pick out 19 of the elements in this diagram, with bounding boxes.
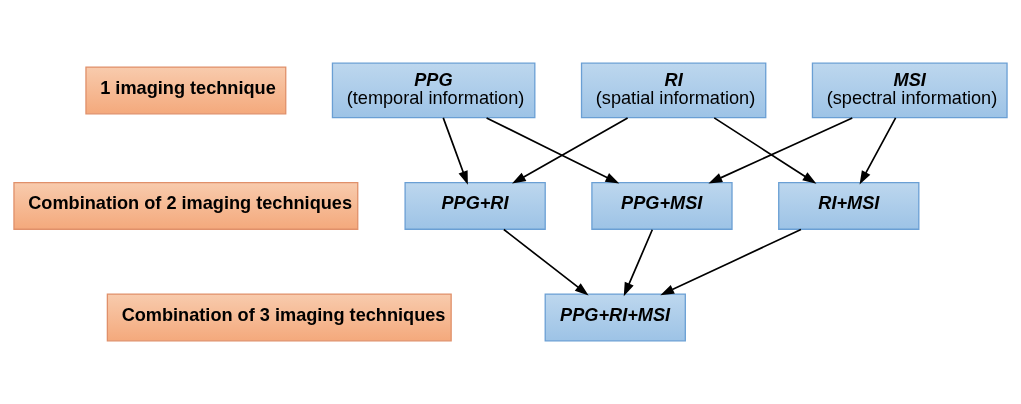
arrow xyxy=(708,117,854,184)
arrow xyxy=(503,228,589,296)
node-box: PPG (temporal information) xyxy=(331,62,536,119)
arrow xyxy=(623,228,654,297)
arrow xyxy=(713,117,817,184)
node-box: MSI (spectral information) xyxy=(811,62,1008,119)
node-box: PPG+MSI xyxy=(591,181,733,230)
arrow xyxy=(660,228,802,296)
node-box: RI (spatial information) xyxy=(580,62,767,119)
arrow xyxy=(485,117,620,184)
node-box: 1 imaging technique xyxy=(85,66,287,115)
node-box: Combination of 3 imaging techniques xyxy=(106,293,452,342)
node-box: RI+MSI xyxy=(778,181,920,230)
arrow xyxy=(859,117,897,185)
node-box: PPG+RI xyxy=(404,181,546,230)
arrow xyxy=(442,117,468,185)
node-box: PPG+RI+MSI xyxy=(544,293,686,342)
node-box: Combination of 2 imaging techniques xyxy=(13,181,359,230)
arrow xyxy=(512,117,629,184)
